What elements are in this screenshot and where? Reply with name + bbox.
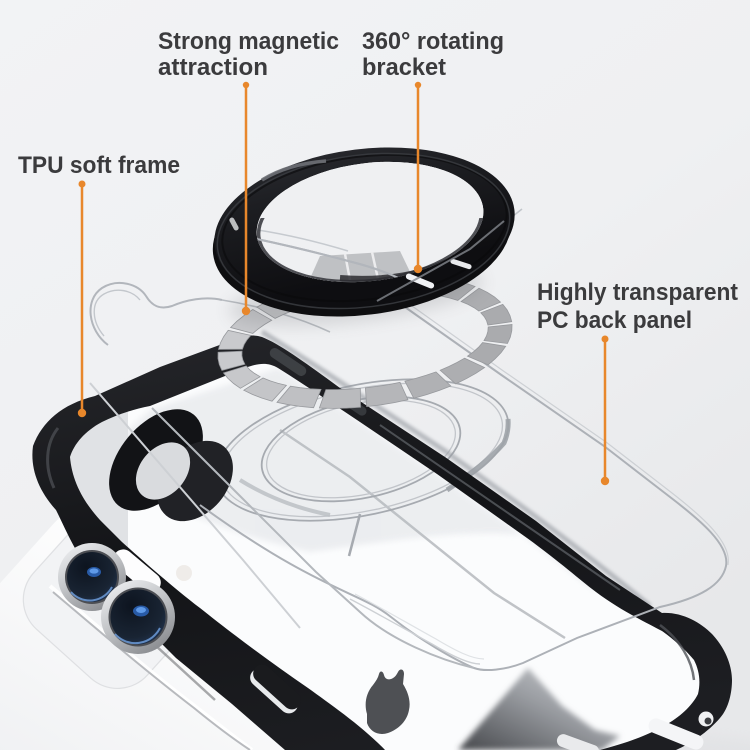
- svg-text:attraction: attraction: [158, 54, 268, 81]
- svg-text:Highly transparent: Highly transparent: [537, 279, 738, 306]
- svg-text:PC back panel: PC back panel: [537, 307, 692, 334]
- svg-text:Strong magnetic: Strong magnetic: [158, 28, 339, 55]
- svg-text:360° rotating: 360° rotating: [362, 28, 504, 55]
- svg-text:bracket: bracket: [362, 54, 446, 81]
- svg-text:TPU soft frame: TPU soft frame: [18, 152, 180, 179]
